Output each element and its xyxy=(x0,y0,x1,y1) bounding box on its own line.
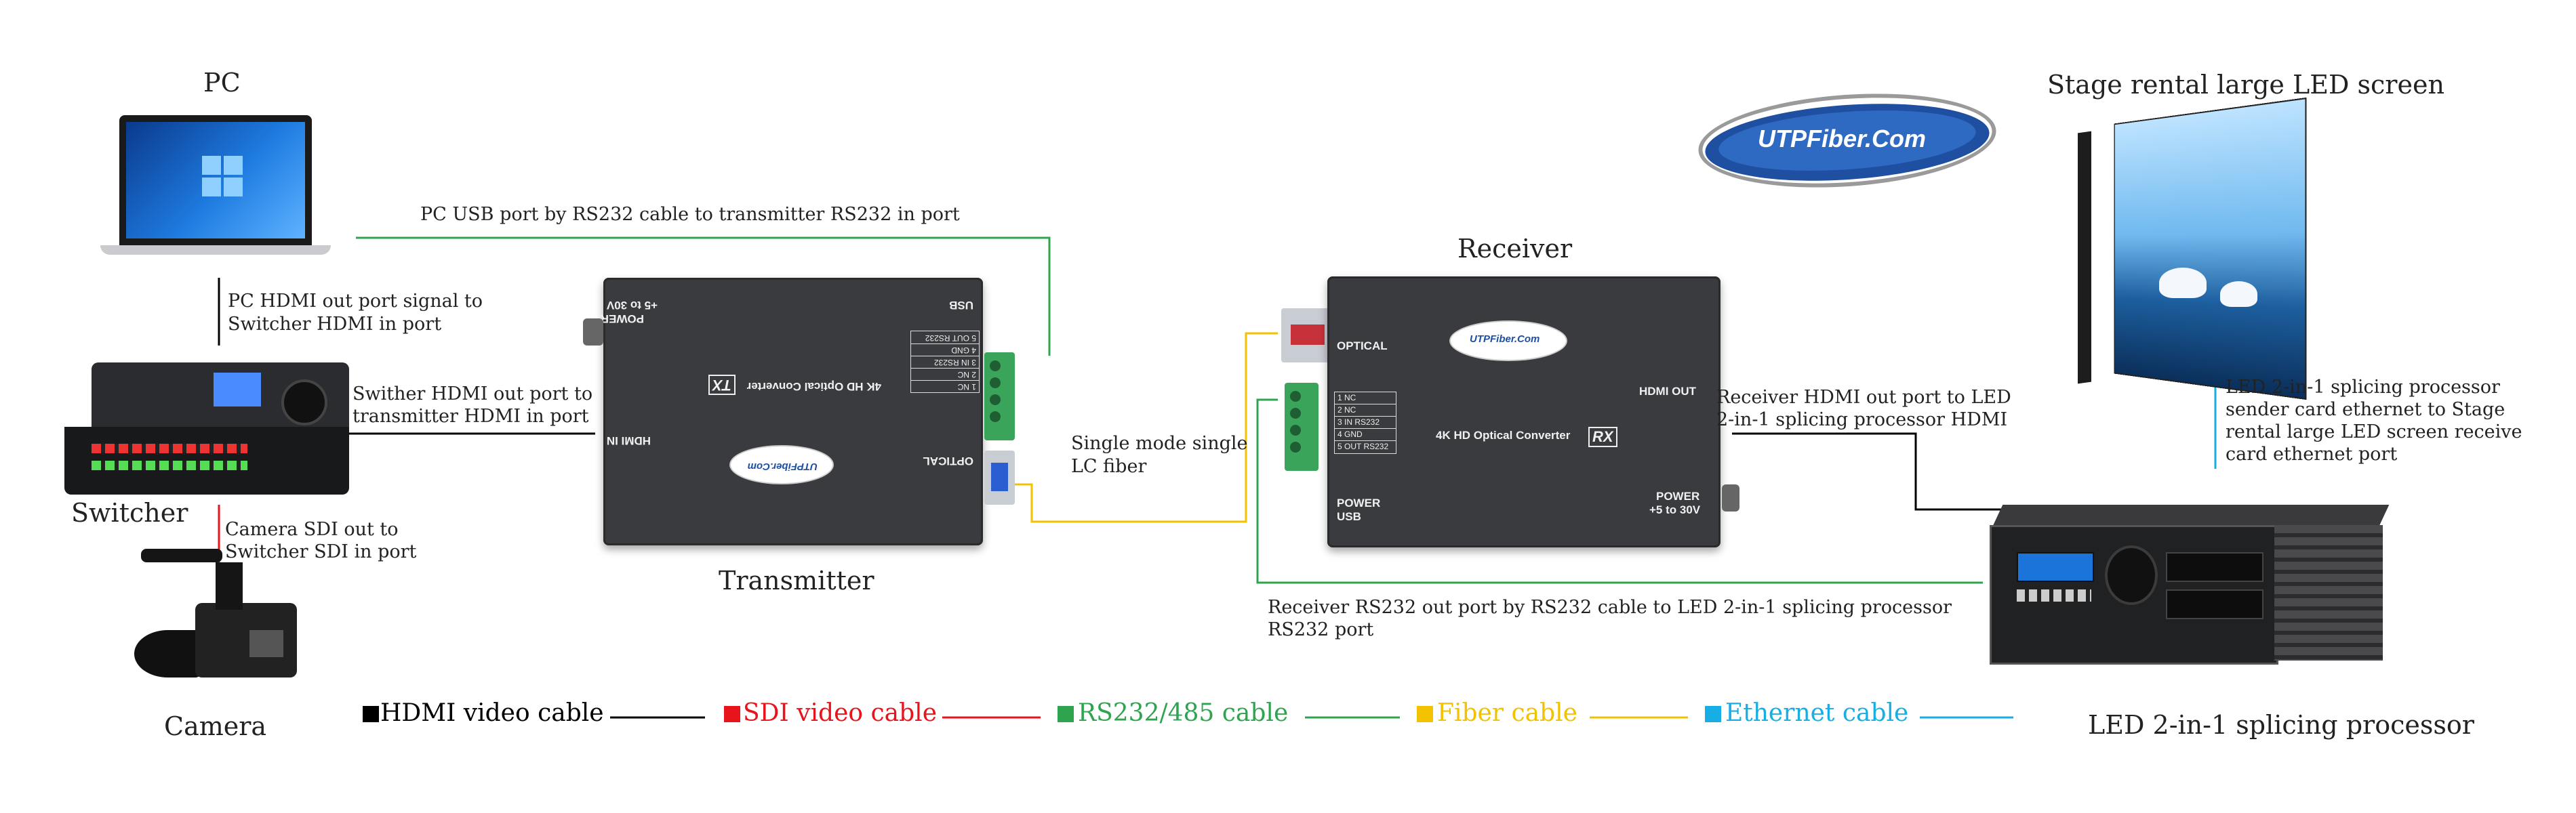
tx-power-voltage: +5 to 30V xyxy=(606,299,658,312)
receiver-hdmi-note-1: Receiver HDMI out port to LED xyxy=(1716,387,2011,408)
rx-usb-label: USB xyxy=(1337,510,1361,523)
tx-logo-badge: UTPFiber.Com xyxy=(729,445,834,484)
legend-square-hdmi xyxy=(363,706,379,722)
pc-hdmi-note-2: Switcher HDMI in port xyxy=(228,314,442,335)
rx-pin: 2 NC xyxy=(1335,404,1396,417)
processor-ethernet-note-4: card ethernet port xyxy=(2226,444,2398,465)
processor-ethernet-note-3: rental large LED screen receive xyxy=(2226,421,2522,442)
rx-pin-table: 1 NC 2 NC 3 IN RS232 4 GND 5 OUT RS232 xyxy=(1334,392,1396,454)
laptop-image xyxy=(100,115,331,264)
camera-sdi-note-1: Camera SDI out to xyxy=(225,519,399,540)
pc-hdmi-note-1: PC HDMI out port signal to xyxy=(228,291,483,312)
receiver-title: Receiver xyxy=(1457,234,1573,264)
switcher-image xyxy=(64,362,349,495)
transmitter-device: POWER +5 to 30V USB HDMI IN OPTICAL 4K H… xyxy=(600,278,983,545)
receiver-hdmi-cable xyxy=(1732,432,2007,511)
utpfiber-logo-text: UTPFiber.Com xyxy=(1758,125,1927,152)
rx-model-label: 4K HD Optical Converter xyxy=(1436,429,1571,442)
processor-ethernet-note-2: sender card ethernet to Stage xyxy=(2226,399,2505,420)
tx-power-label: POWER xyxy=(600,312,644,325)
utpfiber-logo: UTPFiber.Com xyxy=(1695,84,2000,197)
pc-title: PC xyxy=(203,68,241,98)
legend-label-fiber: Fiber cable xyxy=(1437,699,1577,727)
legend-square-fiber xyxy=(1417,706,1433,722)
rx-logo-text: UTPFiber.Com xyxy=(1470,333,1540,345)
rx-power-label-left: POWER xyxy=(1337,497,1381,509)
legend-square-ethernet xyxy=(1705,706,1721,722)
processor-title: LED 2-in-1 splicing processor xyxy=(2088,710,2474,740)
tx-usb-label: USB xyxy=(949,299,973,312)
receiver-rs232-note-2: RS232 port xyxy=(1268,619,1374,640)
tx-pin: 1 NC xyxy=(911,380,979,392)
rx-pin: 1 NC xyxy=(1335,392,1396,404)
stage-screen-title: Stage rental large LED screen xyxy=(2047,70,2444,100)
camera-sdi-note-2: Switcher SDI in port xyxy=(225,541,417,562)
tx-hdmi-in-label: HDMI IN xyxy=(606,434,651,447)
camera-title: Camera xyxy=(164,711,267,741)
tx-rs232-terminal xyxy=(984,352,1015,440)
switcher-title: Switcher xyxy=(71,498,188,528)
fiber-note-2: LC fiber xyxy=(1071,456,1147,477)
processor-ethernet-note-1: LED 2-in-1 splicing processor xyxy=(2226,377,2500,398)
tx-pin: 2 NC xyxy=(911,368,979,380)
rx-pin: 4 GND xyxy=(1335,429,1396,441)
rx-tag: RX xyxy=(1588,427,1617,447)
receiver-rs232-cable xyxy=(1256,398,1983,584)
rx-optical-label: OPTICAL xyxy=(1337,339,1388,352)
tx-model-label: 4K HD Optical Converter xyxy=(746,380,881,393)
legend-square-rs232 xyxy=(1058,706,1074,722)
rx-sfp-module xyxy=(1281,308,1335,362)
receiver-rs232-note-1: Receiver RS232 out port by RS232 cable t… xyxy=(1268,597,1952,618)
rx-power-label: POWER xyxy=(1656,490,1700,503)
switcher-hdmi-note-1: Swither HDMI out port to xyxy=(353,383,593,404)
tx-logo-text: UTPFiber.Com xyxy=(747,461,818,472)
legend-label-hdmi: HDMI video cable xyxy=(380,699,604,727)
rx-logo-badge: UTPFiber.Com xyxy=(1449,320,1567,361)
led-screen-image xyxy=(2057,97,2307,400)
rx-power-voltage: +5 to 30V xyxy=(1649,503,1701,516)
legend-label-sdi: SDI video cable xyxy=(743,699,937,727)
pc-usb-note: PC USB port by RS232 cable to transmitte… xyxy=(420,204,960,225)
receiver-hdmi-note-2: 2-in-1 splicing processor HDMI xyxy=(1716,409,2008,430)
camera-image xyxy=(134,535,304,691)
rx-hdmi-out-label: HDMI OUT xyxy=(1639,385,1697,398)
tx-tag: TX xyxy=(708,375,736,395)
transmitter-title: Transmitter xyxy=(719,566,874,596)
rx-pin: 5 OUT RS232 xyxy=(1337,442,1389,451)
rx-pin: 3 IN RS232 xyxy=(1335,417,1396,429)
receiver-device: OPTICAL HDMI OUT POWER +5 to 30V POWER U… xyxy=(1327,276,1720,547)
rx-power-jack xyxy=(1722,484,1739,512)
tx-pin: 4 GND xyxy=(911,343,979,356)
rx-rs232-terminal xyxy=(1285,383,1319,471)
switcher-hdmi-note-2: transmitter HDMI in port xyxy=(353,406,589,427)
legend-square-sdi xyxy=(724,706,740,722)
pc-rs232-cable xyxy=(356,236,1051,356)
legend-label-rs232: RS232/485 cable xyxy=(1078,699,1289,727)
tx-pin: 3 IN RS232 xyxy=(911,356,979,368)
tx-optical-label: OPTICAL xyxy=(923,455,973,467)
processor-image xyxy=(1990,505,2390,665)
tx-sfp-module xyxy=(984,451,1015,505)
tx-pin: 5 OUT RS232 xyxy=(925,333,976,343)
fiber-note-1: Single mode single xyxy=(1071,433,1248,454)
tx-pin-table: 1 NC 2 NC 3 IN RS232 4 GND 5 OUT RS232 xyxy=(910,331,980,393)
fiber-cable xyxy=(1011,332,1278,523)
windows-logo-icon xyxy=(202,156,243,196)
legend-label-ethernet: Ethernet cable xyxy=(1725,699,1909,727)
tx-power-jack xyxy=(583,318,603,346)
